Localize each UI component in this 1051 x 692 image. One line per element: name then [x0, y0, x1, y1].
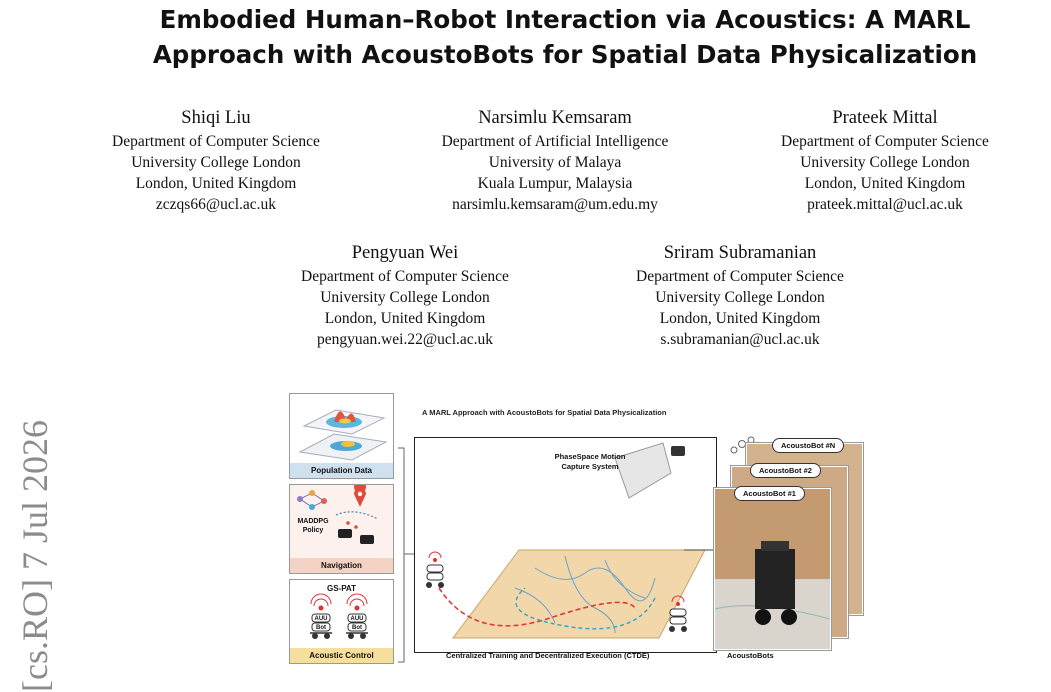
robot-label-bottom: Bot: [316, 625, 326, 631]
author-dept: Department of Computer Science: [112, 133, 320, 150]
author-institution: University of Malaya: [488, 154, 622, 171]
figure-title: A MARL Approach with AcoustoBots for Spa…: [422, 408, 667, 417]
phasespace-label: PhaseSpace Motion Capture System: [554, 452, 626, 471]
population-data-panel: Population Data: [289, 393, 394, 479]
author-name: Pengyuan Wei: [351, 243, 459, 263]
acoustic-control-panel: GS-PAT AUU Bot AUU Bot Acoustic Control: [289, 579, 394, 664]
population-data-label: Population Data: [290, 463, 393, 478]
ctde-scene-graphic: [426, 442, 706, 639]
author-block: Narsimlu Kemsaram Department of Artifici…: [420, 106, 690, 215]
author-email: s.subramanian@ucl.ac.uk: [660, 331, 820, 348]
teaser-figure: A MARL Approach with AcoustoBots for Spa…: [276, 388, 874, 664]
author-institution: University College London: [320, 289, 490, 306]
acoustobots-caption: AcoustoBots: [727, 651, 774, 660]
population-map-graphic: [298, 409, 388, 461]
author-institution: University College London: [800, 154, 970, 171]
gspat-label: GS-PAT: [326, 584, 357, 593]
author-location: London, United Kingdom: [324, 310, 486, 327]
author-name: Prateek Mittal: [832, 108, 938, 128]
author-email: pengyuan.wei.22@ucl.ac.uk: [316, 331, 494, 348]
author-email: narsimlu.kemsaram@um.edu.my: [452, 196, 658, 213]
acoustobot-2-badge: AcoustoBot #2: [750, 463, 821, 478]
navigation-label: Navigation: [290, 558, 393, 573]
author-dept: Department of Computer Science: [781, 133, 989, 150]
author-institution: University College London: [131, 154, 301, 171]
robot-label-top: AUU: [351, 616, 364, 622]
author-block: Sriram Subramanian Department of Compute…: [595, 241, 885, 350]
acoustobot-card-1: [714, 488, 831, 650]
author-block: Pengyuan Wei Department of Computer Scie…: [255, 241, 555, 350]
acoustic-robots-graphic: AUU Bot AUU Bot: [310, 593, 368, 639]
ctde-box: PhaseSpace Motion Capture System: [414, 437, 717, 653]
author-location: London, United Kingdom: [804, 175, 966, 192]
author-block: Prateek Mittal Department of Computer Sc…: [760, 106, 1010, 215]
author-dept: Department of Artificial Intelligence: [441, 133, 669, 150]
acoustic-control-label: Acoustic Control: [290, 648, 393, 663]
robot-label-top: AUU: [315, 616, 328, 622]
author-name: Sriram Subramanian: [663, 243, 817, 263]
author-location: London, United Kingdom: [135, 175, 297, 192]
author-name: Narsimlu Kemsaram: [478, 108, 632, 128]
author-location: London, United Kingdom: [659, 310, 821, 327]
author-dept: Department of Computer Science: [301, 268, 509, 285]
author-location: Kuala Lumpur, Malaysia: [477, 175, 633, 192]
acoustobot-n-badge: AcoustoBot #N: [772, 438, 845, 453]
author-block: Shiqi Liu Department of Computer Science…: [96, 106, 336, 215]
acoustobot-1-badge: AcoustoBot #1: [734, 486, 805, 501]
paper-title: Embodied Human–Robot Interaction via Aco…: [152, 5, 978, 69]
author-dept: Department of Computer Science: [636, 268, 844, 285]
acoustobot-photo: [715, 489, 830, 649]
author-email: prateek.mittal@ucl.ac.uk: [807, 196, 963, 213]
robot-label-bottom: Bot: [352, 625, 362, 631]
author-institution: University College London: [655, 289, 825, 306]
maddpg-network-graphic: [297, 485, 379, 544]
author-email: zczqs66@ucl.ac.uk: [155, 196, 277, 213]
signal-bubbles: [730, 436, 755, 454]
ctde-caption: Centralized Training and Decentralized E…: [446, 651, 650, 660]
panel-bracket: [398, 447, 414, 663]
author-name: Shiqi Liu: [181, 108, 251, 128]
arxiv-identifier: [cs.RO] 7 Jul 2026: [15, 420, 55, 692]
